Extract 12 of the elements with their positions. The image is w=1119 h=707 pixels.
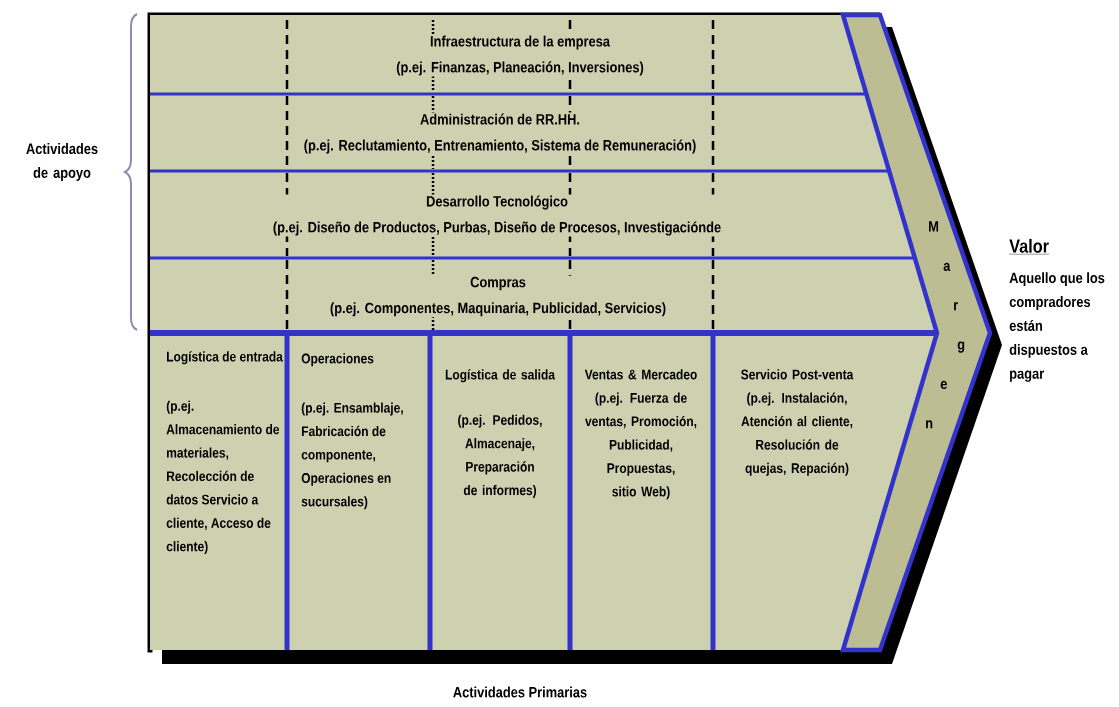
support-activity-band: Compras (p.ej. Componentes, Maquinaria, Publicidad, Servicios) [150,258,937,333]
primary-activity-column: Logística de salida (p.ej. Pedidos, Almacenaje, Preparación de informes) [430,333,570,650]
primary-activity-column: Logística de entrada (p.ej. Almacenamiento de materiales, Recolección de datos Servicio a cliente, Acceso de cliente) [150,333,287,650]
value-description: Aquello que los compradores están dispuestos a pagar [1009,272,1105,382]
side-label: Actividades de apoyo [26,143,98,181]
primary-activity-column: Operaciones (p.ej. Ensamblaje, Fabricación de componente, Operaciones en sucursales) [287,333,430,650]
primary-activity-column: Ventas & Mercadeo (p.ej. Fuerza de ventas, Promoción, Publicidad, Propuestas, sitio Web) [570,333,713,650]
support-activity-band: Administración de RR.HH. (p.ej. Reclutamiento, Entrenamiento, Sistema de Remuneración) [150,94,890,171]
support-activity-band: Desarrollo Tecnológico (p.ej. Diseño de Productos, Purbas, Diseño de Procesos, Investigaciónde [150,171,915,258]
value-heading: Valor [1009,238,1050,255]
axis-label: Actividades Primarias [453,686,587,698]
support-activity-band: Infraestructura de la empresa (p.ej. Finanzas, Planeación, Inversiones) [150,15,867,94]
